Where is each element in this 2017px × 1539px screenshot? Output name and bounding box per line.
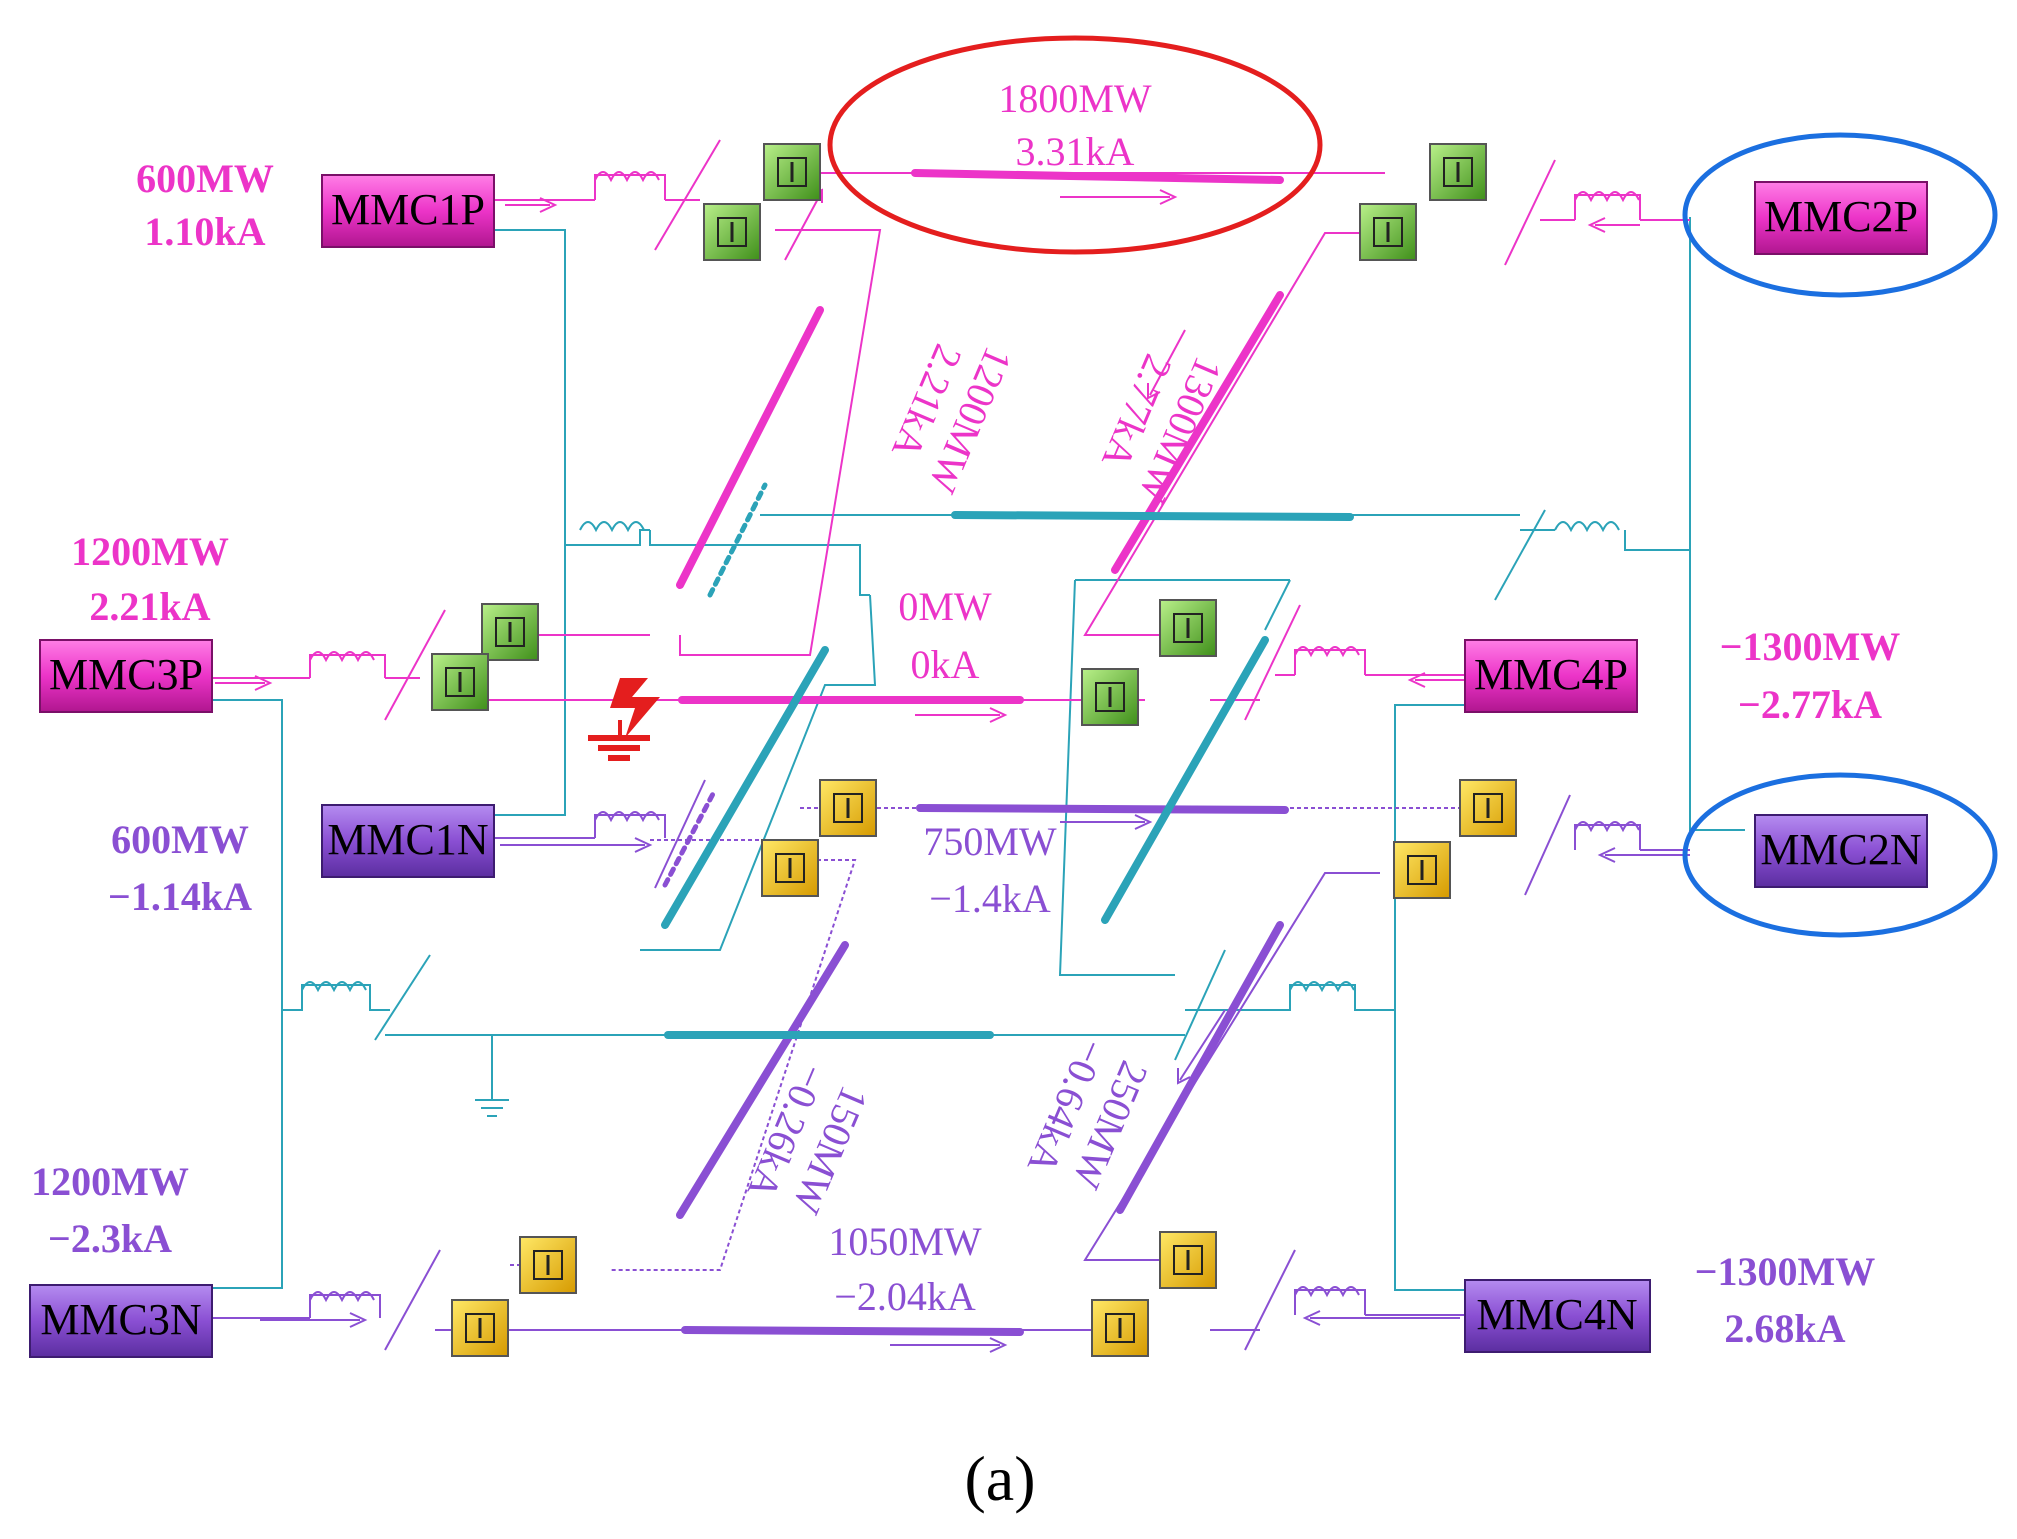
breaker-negative-3: [1459, 779, 1517, 837]
neutral-dashed-diag: [707, 482, 768, 598]
negative-dashed-diag: [662, 787, 718, 888]
breaker-negative-4: [1393, 841, 1451, 899]
breaker-negative-7: [1159, 1231, 1217, 1289]
mmc4n-label: MMC4N: [1476, 1290, 1637, 1339]
converter-mmc3n: MMC3N: [29, 1284, 213, 1358]
line24p-label-group: 1300MW 2.77kA: [1093, 348, 1231, 509]
mmc1p-current: 1.10kA: [144, 209, 265, 254]
mmc3n-current: −2.3kA: [48, 1216, 172, 1261]
metallic-return-right-diag: [1101, 636, 1269, 924]
breaker-positive-5: [481, 603, 539, 661]
line34n-current: −2.04kA: [834, 1274, 976, 1319]
dc-line-segments: [661, 169, 1354, 1336]
mmc1n-label: MMC1N: [327, 815, 488, 864]
converter-mmc1p: MMC1P: [321, 174, 495, 248]
highlight-ellipse-line12: [827, 35, 1323, 255]
metallic-return-left-diag: [661, 646, 829, 929]
line12-negative: [916, 804, 1289, 814]
line12n-current: −1.4kA: [929, 876, 1051, 921]
converter-mmc4p: MMC4P: [1464, 639, 1638, 713]
line13p-label-group: 1200MW 2.21kA: [883, 338, 1021, 499]
figure-caption: (a): [964, 1443, 1035, 1514]
highlight-ellipse-mmc2p: [1682, 132, 1998, 298]
line34n-power: 1050MW: [828, 1219, 982, 1264]
breaker-negative-6: [451, 1299, 509, 1357]
line13-negative: [676, 941, 849, 1219]
breaker-negative-8: [1091, 1299, 1149, 1357]
mmc3n-power: 1200MW: [31, 1159, 189, 1204]
mmc3p-current: 2.21kA: [89, 584, 210, 629]
line12n-power: 750MW: [923, 819, 1057, 864]
highlight-ellipse-mmc2n: [1682, 772, 1998, 938]
breaker-negative-5: [519, 1236, 577, 1294]
converter-mmc3p: MMC3P: [39, 639, 213, 713]
converter-mmc2p: MMC2P: [1754, 181, 1928, 255]
mmc2p-current: −2.77kA: [1738, 682, 1882, 727]
mmc4p-label: MMC4P: [1474, 650, 1628, 699]
mmc2p-label: MMC2P: [1764, 192, 1918, 241]
line12p-current: 3.31kA: [1016, 129, 1135, 174]
line34p-current: 0kA: [911, 642, 980, 687]
converter-mmc2n: MMC2N: [1754, 814, 1928, 888]
breaker-positive-6: [431, 653, 489, 711]
breaker-positive-1: [763, 143, 821, 201]
line24-negative: [1116, 921, 1284, 1214]
breaker-positive-4: [1359, 203, 1417, 261]
breaker-positive-2: [703, 203, 761, 261]
breaker-positive-3: [1429, 143, 1487, 201]
breaker-negative-2: [761, 839, 819, 897]
mmc1p-power: 600MW: [136, 156, 274, 201]
mmc2n-label: MMC2N: [1760, 825, 1921, 874]
mmc1p-label: MMC1P: [331, 185, 485, 234]
mmc3p-label: MMC3P: [49, 650, 203, 699]
metallic-return-top: [951, 511, 1354, 521]
mmc2p-power: −1300MW: [1720, 624, 1901, 669]
mmc3n-label: MMC3N: [40, 1295, 201, 1344]
mmc4n-power: −1300MW: [1695, 1249, 1876, 1294]
mmc4n-current: 2.68kA: [1724, 1306, 1845, 1351]
breaker-negative-1: [819, 779, 877, 837]
breaker-positive-8: [1081, 668, 1139, 726]
line34-negative: [681, 1326, 1024, 1336]
dc-breakers: [431, 143, 1517, 1357]
line34p-power: 0MW: [898, 584, 992, 629]
line24-positive: [1111, 291, 1284, 574]
converter-mmc1n: MMC1N: [321, 804, 495, 878]
converter-mmc4n: MMC4N: [1464, 1279, 1651, 1353]
ground-fault-icon: [588, 678, 660, 761]
line12p-power: 1800MW: [998, 76, 1152, 121]
mmc3p-power: 1200MW: [71, 529, 229, 574]
mmc1n-power: 600MW: [111, 817, 249, 862]
mmc1n-current: −1.14kA: [108, 874, 252, 919]
line13-positive: [676, 306, 824, 589]
breaker-positive-7: [1159, 599, 1217, 657]
line12-positive: [911, 169, 1284, 184]
